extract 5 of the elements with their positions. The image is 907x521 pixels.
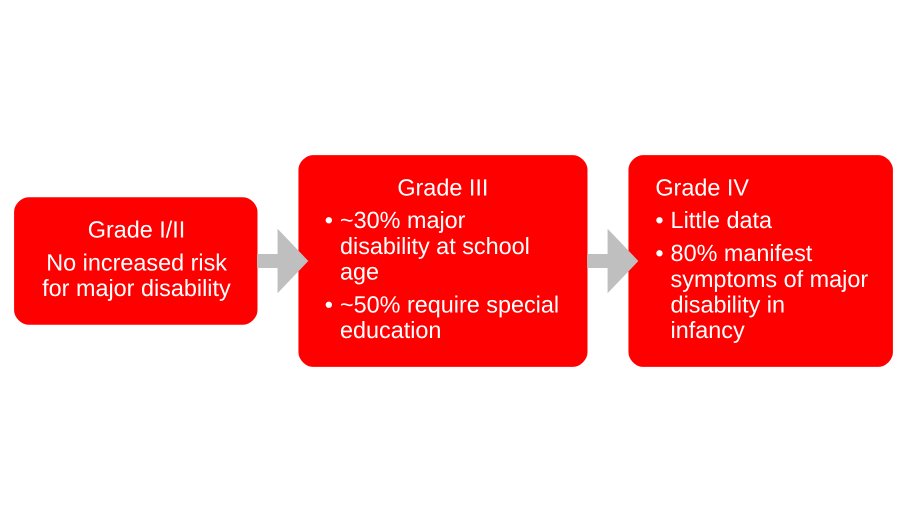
arrow	[257, 228, 308, 293]
node-box: Grade IV • Little data • 80% manifest symptoms of major disability in infancy	[628, 154, 893, 366]
node-box: Grade I/II No increased risk for major disability	[14, 196, 258, 324]
arrow	[587, 228, 638, 293]
node-box: Grade III • ~30% major disability at school age • ~50% require special education	[298, 154, 588, 366]
